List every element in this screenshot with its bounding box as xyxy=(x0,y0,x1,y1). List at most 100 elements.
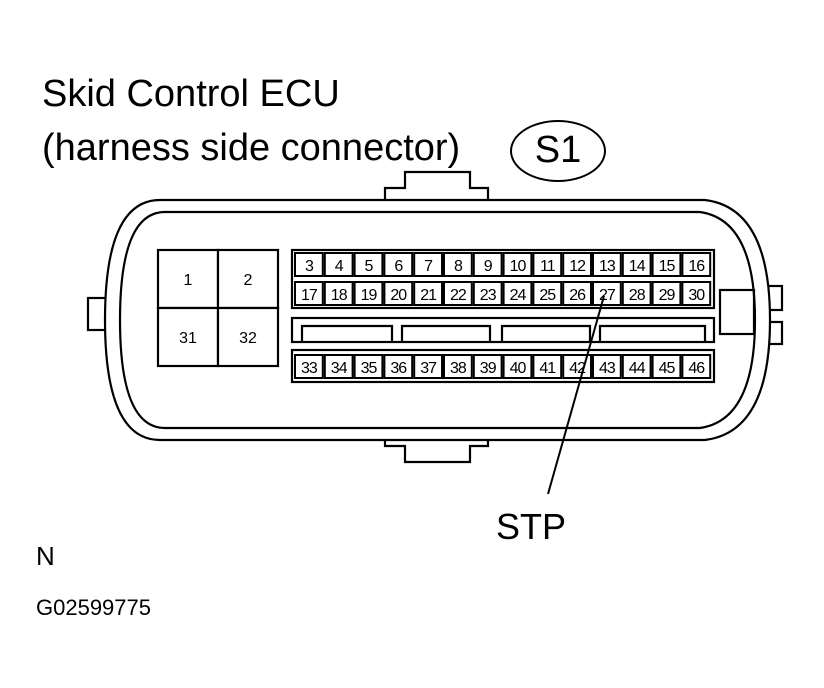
terminal-label: 32 xyxy=(239,330,257,347)
terminal-label: 14 xyxy=(629,258,646,275)
terminal-35: 35 xyxy=(353,354,384,379)
terminal-18: 18 xyxy=(323,281,354,306)
terminal-label: 40 xyxy=(510,360,527,377)
slot-4 xyxy=(598,324,707,342)
terminal-label: 9 xyxy=(484,258,493,275)
terminal-label: 5 xyxy=(365,258,374,275)
top-latch xyxy=(383,170,490,200)
terminal-41: 41 xyxy=(532,354,563,379)
terminal-label: 3 xyxy=(305,258,314,275)
terminal-31: 31 xyxy=(156,306,220,368)
terminal-label: 16 xyxy=(688,258,705,275)
terminal-9: 9 xyxy=(472,252,503,277)
terminal-label: 21 xyxy=(420,287,437,304)
terminal-label: 37 xyxy=(420,360,437,377)
terminal-1: 1 xyxy=(156,248,220,310)
terminal-label: 43 xyxy=(599,360,616,377)
terminal-16: 16 xyxy=(681,252,712,277)
right-key xyxy=(718,288,756,336)
terminal-19: 19 xyxy=(353,281,384,306)
terminal-label: 20 xyxy=(390,287,407,304)
terminal-label: 44 xyxy=(629,360,646,377)
terminal-label: 6 xyxy=(394,258,403,275)
diagram-subtitle: (harness side connector) xyxy=(42,127,461,169)
terminal-label: 22 xyxy=(450,287,467,304)
terminal-40: 40 xyxy=(502,354,533,379)
terminal-6: 6 xyxy=(383,252,414,277)
terminal-25: 25 xyxy=(532,281,563,306)
terminal-15: 15 xyxy=(651,252,682,277)
terminal-4: 4 xyxy=(323,252,354,277)
terminal-label: 31 xyxy=(179,330,197,347)
figure-code: G02599775 xyxy=(36,595,151,620)
terminal-13: 13 xyxy=(592,252,622,277)
terminal-label: 35 xyxy=(361,360,378,377)
terminal-label: 46 xyxy=(688,360,705,377)
terminal-label: 12 xyxy=(569,258,586,275)
terminal-label: 29 xyxy=(659,287,676,304)
terminal-38: 38 xyxy=(443,354,473,379)
terminal-label: 15 xyxy=(659,258,676,275)
slot-1 xyxy=(300,324,394,342)
terminal-44: 44 xyxy=(621,354,652,379)
slot-2 xyxy=(400,324,492,342)
terminal-label: 23 xyxy=(480,287,497,304)
connector-id-badge: S1 xyxy=(510,120,606,182)
view-letter: N xyxy=(36,541,55,571)
terminal-32: 32 xyxy=(216,306,280,368)
terminal-label: 17 xyxy=(301,287,318,304)
terminal-label: 25 xyxy=(539,287,556,304)
terminal-label: 7 xyxy=(424,258,433,275)
terminal-label: 1 xyxy=(184,272,193,289)
terminal-12: 12 xyxy=(562,252,593,277)
terminal-label: 28 xyxy=(629,287,646,304)
terminal-label: 18 xyxy=(331,287,348,304)
terminal-label: 4 xyxy=(335,258,344,275)
terminal-label: 26 xyxy=(569,287,586,304)
bottom-latch xyxy=(383,438,490,464)
terminal-label: 34 xyxy=(331,360,348,377)
terminal-29: 29 xyxy=(651,281,682,306)
terminal-label: 36 xyxy=(390,360,407,377)
terminal-33: 33 xyxy=(294,354,324,379)
terminal-label: 33 xyxy=(301,360,318,377)
terminal-34: 34 xyxy=(323,354,354,379)
terminal-label: 8 xyxy=(454,258,463,275)
connector-inner-shell xyxy=(118,210,757,430)
terminal-30: 30 xyxy=(681,281,712,306)
terminal-46: 46 xyxy=(681,354,712,379)
terminal-21: 21 xyxy=(413,281,444,306)
stp-callout-label: STP xyxy=(496,506,567,547)
terminal-26: 26 xyxy=(562,281,593,306)
terminal-label: 11 xyxy=(540,258,556,275)
terminal-43: 43 xyxy=(592,354,622,379)
stp-callout-leader xyxy=(547,295,605,495)
terminal-label: 45 xyxy=(659,360,676,377)
terminal-42: 42 xyxy=(562,354,593,379)
terminal-label: 41 xyxy=(539,360,556,377)
terminal-2: 2 xyxy=(216,248,280,310)
terminal-14: 14 xyxy=(621,252,652,277)
terminal-28: 28 xyxy=(621,281,652,306)
terminal-11: 11 xyxy=(532,252,563,277)
diagram-title: Skid Control ECU xyxy=(42,73,340,115)
terminal-label: 38 xyxy=(450,360,467,377)
terminal-17: 17 xyxy=(294,281,324,306)
terminal-8: 8 xyxy=(443,252,473,277)
terminal-27: 27 xyxy=(592,281,622,306)
terminal-45: 45 xyxy=(651,354,682,379)
terminal-10: 10 xyxy=(502,252,533,277)
terminal-37: 37 xyxy=(413,354,444,379)
terminal-3: 3 xyxy=(294,252,324,277)
terminal-36: 36 xyxy=(383,354,414,379)
terminal-20: 20 xyxy=(383,281,414,306)
terminal-22: 22 xyxy=(443,281,473,306)
small-terminal-frame-bottom xyxy=(290,348,716,384)
terminal-label: 24 xyxy=(510,287,527,304)
terminal-5: 5 xyxy=(353,252,384,277)
terminal-24: 24 xyxy=(502,281,533,306)
terminal-7: 7 xyxy=(413,252,444,277)
terminal-39: 39 xyxy=(472,354,503,379)
terminal-label: 13 xyxy=(599,258,616,275)
